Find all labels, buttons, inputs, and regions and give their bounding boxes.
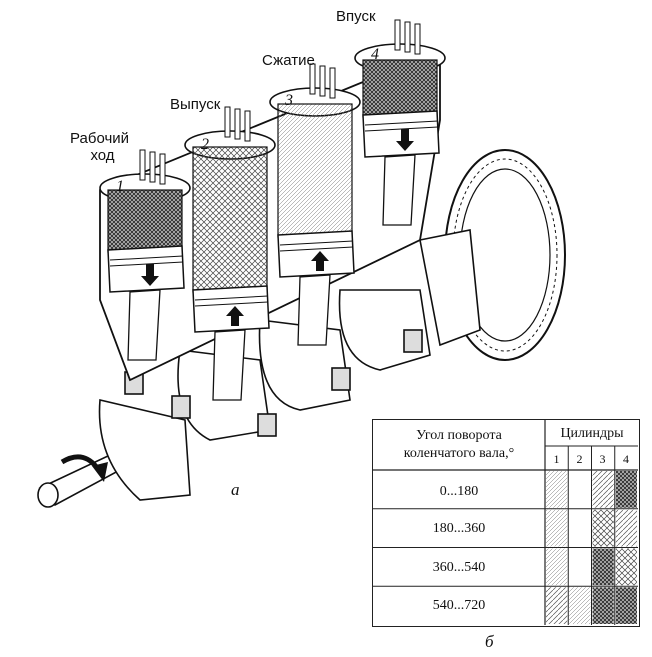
table-grid [373, 420, 638, 625]
table-row-0-180: 0...180 [439, 484, 479, 499]
cylinder-number-4: 4 [371, 46, 379, 63]
table-cell-r2-c2 [569, 509, 591, 547]
cylinder-1 [99, 149, 191, 361]
table-cell-r3-c3 [592, 548, 614, 586]
label-intake: Впуск [336, 8, 376, 25]
table-cell-r4-c4 [615, 587, 637, 624]
table-cell-r2-c1 [546, 509, 568, 547]
rotation-arrow-icon [60, 454, 108, 482]
label-power-line1: Рабочий [70, 130, 130, 147]
table-cyl-1: 1 [553, 452, 560, 466]
label-power-stroke: Рабочий ход [70, 130, 129, 164]
label-power-line2: ход [90, 147, 115, 164]
table-cell-r2-c4 [615, 509, 637, 547]
cylinder-3 [269, 63, 361, 346]
table-cell-r3-c2 [569, 548, 591, 586]
label-exhaust: Выпуск [170, 96, 221, 113]
caption-a: а [231, 480, 240, 499]
cylinder-2 [184, 106, 276, 401]
cylinder-1-arrow-icon [141, 264, 159, 286]
table-cyl-4: 4 [623, 452, 629, 466]
table-cell-r1-c3 [592, 471, 614, 508]
cylinder-2-arrow-icon [226, 306, 244, 326]
table-header-cylinders: Цилиндры [560, 426, 624, 441]
table-cell-r4-c2 [569, 587, 591, 624]
table-cell-r2-c3 [592, 509, 614, 547]
cylinder-3-arrow-icon [311, 251, 329, 271]
cylinder-number-2: 2 [201, 136, 209, 153]
table-header-angle-line2: коленчатого вала,° [403, 446, 515, 461]
cylinder-number-1: 1 [116, 178, 124, 195]
cylinders [99, 19, 446, 401]
table-cell-r3-c4 [615, 548, 637, 586]
caption-b: б [485, 632, 494, 651]
table-cell-r4-c3 [592, 587, 614, 624]
table-cyl-2: 2 [576, 452, 583, 466]
table-cell-r1-c4 [615, 471, 637, 508]
table-row-180-360: 180...360 [432, 521, 486, 536]
firing-order-table: Угол поворота коленчатого вала,° Цилиндр… [372, 419, 640, 627]
table-cyl-3: 3 [599, 452, 606, 466]
cylinder-4 [354, 19, 446, 226]
cylinder-4-arrow-icon [396, 129, 414, 151]
table-row-540-720: 540...720 [432, 598, 486, 613]
crankshaft [37, 229, 481, 508]
table-header-angle-line1: Угол поворота [416, 428, 502, 443]
label-compression: Сжатие [262, 52, 315, 69]
cylinder-number-3: 3 [285, 92, 293, 109]
table-cell-r1-c2 [569, 471, 591, 508]
table-cell-r3-c1 [546, 548, 568, 586]
table-cell-r4-c1 [546, 587, 568, 624]
table-cell-r1-c1 [546, 471, 568, 508]
table-row-360-540: 360...540 [432, 560, 486, 575]
